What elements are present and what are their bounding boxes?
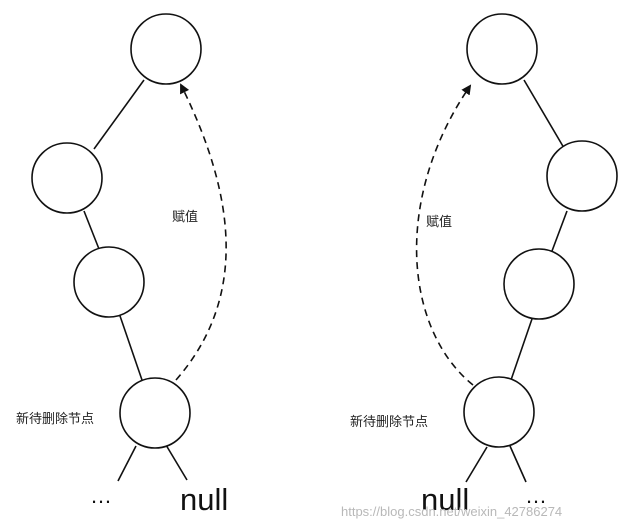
left-node-3 (73, 246, 145, 318)
left-assign-label: 赋值 (172, 210, 199, 225)
left-assign-arrow (175, 83, 227, 381)
right-edge-node4-to-left-child (465, 446, 488, 483)
right-assign-label: 赋值 (426, 215, 453, 230)
right-child-ellipsis: … (525, 483, 547, 508)
left-edge-node3-to-node4 (118, 312, 143, 381)
right-nodes (463, 13, 618, 448)
left-node-root (130, 13, 202, 85)
right-node-delete (463, 376, 535, 448)
left-edge-node4-to-left-child (117, 445, 137, 482)
right-edge-root-to-node2 (523, 79, 565, 149)
left-child-ellipsis: … (90, 483, 112, 508)
right-edge-node3-to-node4 (510, 315, 534, 381)
right-tree (415, 79, 568, 483)
left-nodes (31, 13, 202, 449)
left-node-delete (119, 377, 191, 449)
left-tree (83, 79, 227, 482)
right-edge-node4-to-right-child (509, 445, 527, 483)
left-child-null: null (180, 482, 229, 517)
left-edge-node4-to-right-child (165, 444, 188, 481)
right-child-null: null (421, 482, 470, 517)
left-edge-root-to-node2 (93, 79, 145, 150)
left-node-2 (31, 142, 103, 214)
right-node-root (466, 13, 538, 85)
right-node-2 (546, 140, 618, 212)
watermark-text: https://blog.csdn.net/weixin_42786274 (341, 504, 563, 519)
right-node-3 (503, 248, 575, 320)
right-assign-arrow (415, 84, 474, 386)
left-delete-node-label: 新待删除节点 (16, 412, 95, 427)
left-edge-node2-to-node3 (83, 210, 100, 250)
right-delete-node-label: 新待删除节点 (350, 415, 429, 430)
right-edge-node2-to-node3 (551, 210, 568, 252)
